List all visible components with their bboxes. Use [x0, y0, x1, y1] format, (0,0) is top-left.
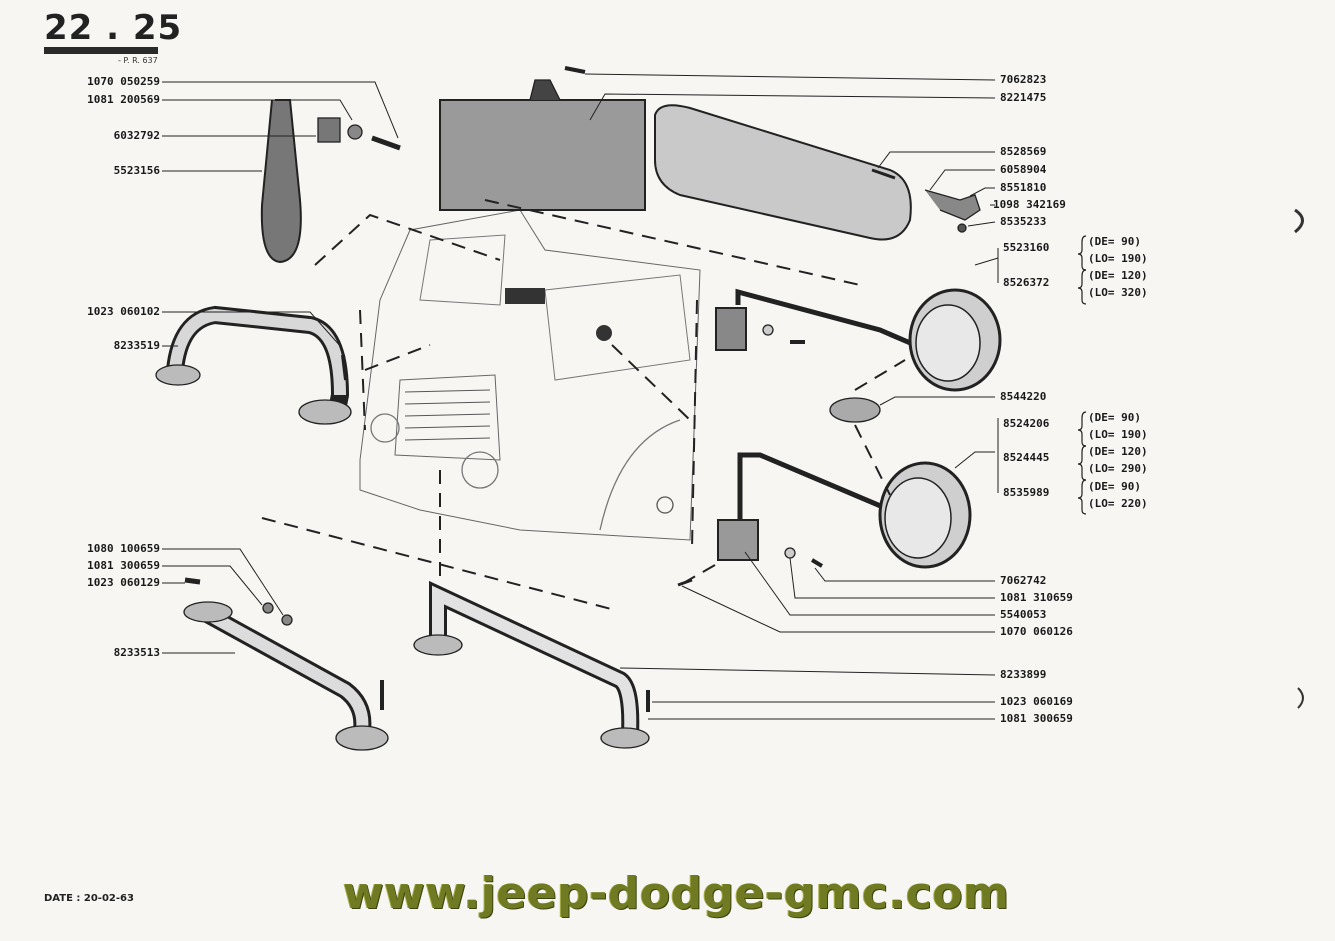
- part-label: 8526372: [1003, 276, 1050, 289]
- part-label: 1098 342169: [993, 198, 1066, 211]
- part-label: 1070 050259: [87, 75, 160, 88]
- mirror-arm-upper: [735, 288, 916, 348]
- part-label: 1080 100659: [87, 542, 160, 555]
- dimension-label: (LO= 190): [1088, 252, 1148, 265]
- dimension-label: (DE= 120): [1088, 445, 1148, 458]
- part-label: 8233519: [113, 339, 160, 352]
- dimension-label: (LO= 290): [1088, 462, 1148, 475]
- part-label: 1023 060169: [1000, 695, 1073, 708]
- part-label: 8524445: [1003, 451, 1050, 464]
- dimension-label: (DE= 90): [1088, 480, 1141, 493]
- cab-outline: [359, 209, 701, 541]
- page-number: 22 . 25: [44, 8, 183, 48]
- print-date: DATE : 20-02-63: [44, 893, 134, 904]
- part-label: 8535233: [1000, 215, 1047, 228]
- part-label: 8535989: [1003, 486, 1050, 499]
- dimension-label: (LO= 320): [1088, 286, 1148, 299]
- part-label: 8544220: [1000, 390, 1047, 403]
- part-label: 1081 300659: [1000, 712, 1073, 725]
- part-label: 8524206: [1003, 417, 1050, 430]
- part-label: 5523160: [1003, 241, 1050, 254]
- part-label: 8551810: [1000, 181, 1047, 194]
- part-label: 1023 060129: [87, 576, 160, 589]
- part-label: 6032792: [113, 129, 160, 142]
- dimension-label: (DE= 120): [1088, 269, 1148, 282]
- mirror-arm-lower: [737, 452, 891, 520]
- part-label: 8233899: [1000, 668, 1047, 681]
- dimension-label: (LO= 220): [1088, 497, 1148, 510]
- part-label: 7062742: [1000, 574, 1047, 587]
- part-label: 1070 060126: [1000, 625, 1073, 638]
- part-label: 8528569: [1000, 145, 1047, 158]
- cab-mirror-mark: [505, 288, 545, 304]
- dimension-label: (DE= 90): [1088, 411, 1141, 424]
- door-strap: [260, 99, 302, 264]
- part-label: 1023 060102: [87, 305, 160, 318]
- sun-visor: [654, 104, 912, 241]
- part-label: 7062823: [1000, 73, 1047, 86]
- part-label: 5523156: [113, 164, 160, 177]
- website-watermark[interactable]: www.jeep-dodge-gmc.com: [343, 868, 1010, 919]
- dimension-label: (DE= 90): [1088, 235, 1141, 248]
- part-label: 1081 200569: [87, 93, 160, 106]
- header-rule: [44, 47, 158, 54]
- page-reference: - P. R. 637: [118, 56, 158, 65]
- part-label: 1081 310659: [1000, 591, 1073, 604]
- dimension-label: (LO= 190): [1088, 428, 1148, 441]
- part-label: 5540053: [1000, 608, 1047, 621]
- part-label: 6058904: [1000, 163, 1047, 176]
- part-label: 8233513: [113, 646, 160, 659]
- part-label: 8221475: [1000, 91, 1047, 104]
- part-label: 1081 300659: [87, 559, 160, 572]
- interior-mirror: [439, 99, 646, 211]
